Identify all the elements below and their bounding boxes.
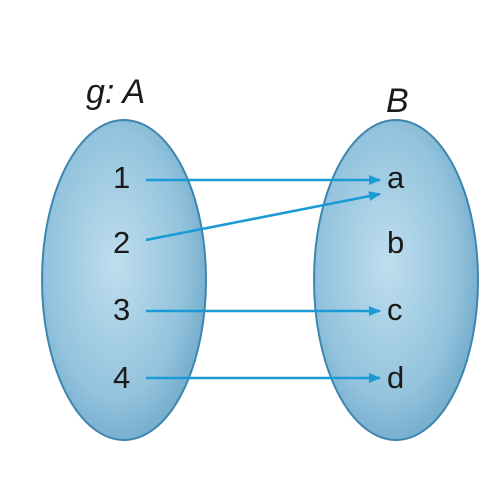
set-a-element-1: 1: [113, 160, 130, 195]
set-a-element-3: 3: [113, 292, 130, 327]
set-b-element-c: c: [387, 292, 403, 327]
set-b-title: B: [386, 82, 409, 120]
set-b-element-d: d: [387, 360, 404, 395]
set-b-element-a: a: [387, 160, 405, 195]
set-b-element-b: b: [387, 225, 404, 260]
arrow-2-to-a: [145, 191, 381, 242]
set-a-element-2: 2: [113, 225, 130, 260]
set-a-element-4: 4: [113, 360, 130, 395]
set-a-title: g: A: [86, 73, 145, 111]
mapping-arrows: [145, 175, 381, 383]
set-a-ellipse: [41, 119, 207, 441]
